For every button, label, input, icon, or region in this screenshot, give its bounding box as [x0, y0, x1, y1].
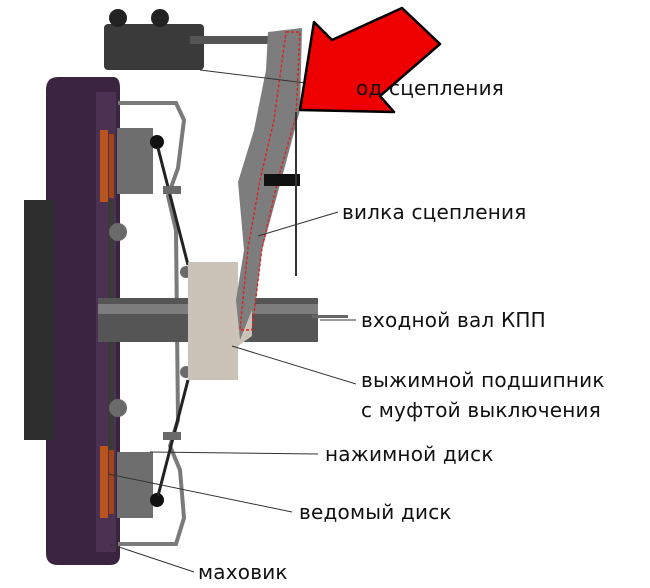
release-bearing [188, 262, 238, 380]
label-release-bearing-line2: с муфтой выключения [361, 398, 601, 422]
label-pressure-disc: нажимной диск [325, 442, 494, 466]
clutch-fork [236, 28, 302, 340]
label-release-bearing-line1: выжимной подшипник [361, 368, 605, 392]
label-clutch-drive: од сцепления [356, 76, 505, 100]
label-flywheel: маховик [198, 560, 288, 584]
pressure-disc [117, 128, 164, 518]
clutch-actuator [104, 9, 270, 70]
label-input-shaft: входной вал КПП [361, 308, 546, 332]
red-arrow-icon [298, 6, 442, 114]
label-clutch-fork: вилка сцепления [342, 200, 527, 224]
label-driven-disc: ведомый диск [299, 500, 452, 524]
